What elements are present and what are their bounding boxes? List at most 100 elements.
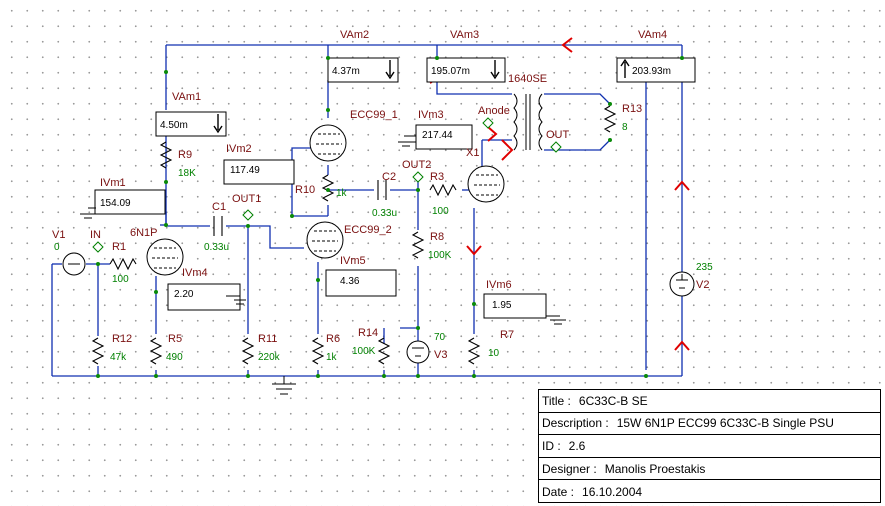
source-v3 <box>406 340 430 364</box>
resistors <box>91 105 617 365</box>
r9-value: 18K <box>178 168 196 179</box>
arrow-top-rail <box>561 37 573 53</box>
node-out-label: OUT <box>546 129 570 141</box>
meter-ivm6-label: IVm6 <box>486 279 512 291</box>
ground-icon <box>80 207 96 219</box>
source-v1 <box>62 252 86 276</box>
description-label: Description : <box>542 416 609 431</box>
tube-6n1p: 6N1P <box>130 227 184 276</box>
resistor-r9 <box>159 141 173 169</box>
node-in-icon <box>92 241 104 253</box>
meter-ivm4: 2.20 IVm4 <box>167 267 246 311</box>
capacitors <box>213 180 387 236</box>
meter-ivm1-value: 154.09 <box>100 198 131 209</box>
meter-vam4-value: 203.93m <box>632 66 671 77</box>
r11-name: R11 <box>258 333 277 345</box>
r7-name: R7 <box>500 329 514 341</box>
v2-name: V2 <box>696 279 709 291</box>
r14-name: R14 <box>358 327 378 339</box>
meter-ivm4-value: 2.20 <box>174 289 194 300</box>
node-out2-icon <box>412 171 424 183</box>
tube-ecc99-1: ECC99_1 <box>309 109 398 162</box>
meter-ivm6: 1.95 IVm6 <box>483 279 566 325</box>
meter-ivm5-value: 4.36 <box>340 276 360 287</box>
node-out1-icon <box>242 209 254 221</box>
arrow-cathode-down <box>466 245 482 256</box>
r1-name: R1 <box>112 241 126 253</box>
arrow-primary <box>501 139 514 161</box>
node-out-icon <box>550 141 562 153</box>
down-arrow-icon <box>213 114 223 134</box>
designer-value: Manolis Proestakis <box>604 461 706 476</box>
junction-dots <box>96 56 684 378</box>
resistor-r3 <box>429 183 457 197</box>
ground-icon <box>272 376 296 395</box>
meter-ivm3-label: IVm3 <box>418 109 444 121</box>
r5-name: R5 <box>168 333 182 345</box>
arrow-anode-in <box>487 126 498 142</box>
meter-vam1-value: 4.50m <box>160 120 188 131</box>
date-value: 16.10.2004 <box>582 484 643 499</box>
v1-value: 0 <box>54 242 60 253</box>
r3-name: R3 <box>430 171 444 183</box>
meter-vam2: 4.37m VAm2 <box>327 29 399 83</box>
title-label: Title : <box>542 393 571 408</box>
meter-ivm2-label: IVm2 <box>226 143 252 155</box>
id-label: ID : <box>542 438 561 453</box>
meter-vam3: 195.07m VAm3 <box>426 29 506 83</box>
resistor-r5 <box>149 337 163 365</box>
r10-name: R10 <box>295 184 315 196</box>
node-in-label: IN <box>90 229 101 241</box>
r7-value: 10 <box>488 348 500 359</box>
r8-name: R8 <box>430 231 444 243</box>
node-out2-label: OUT2 <box>402 159 431 171</box>
meter-vam1-label: VAm1 <box>172 91 201 103</box>
description-value: 15W 6N1P ECC99 6C33C-B Single PSU <box>616 416 834 431</box>
title-row: Title : 6C33C-B SE <box>539 390 880 413</box>
r3-value: 100 <box>432 206 449 217</box>
meter-ivm5: 4.36 IVm5 <box>325 255 397 297</box>
designer-row: Designer : Manolis Proestakis <box>539 458 880 481</box>
tube-x1: X1 <box>466 147 505 203</box>
transformer-label: 1640SE <box>508 73 547 85</box>
meter-vam3-value: 195.07m <box>431 66 470 77</box>
node-anode-icon <box>482 117 494 129</box>
v2-value: 235 <box>696 262 713 273</box>
c1-name: C1 <box>212 201 226 213</box>
r9-name: R9 <box>178 149 192 161</box>
v1-name: V1 <box>52 229 65 241</box>
meter-ivm2-value: 117.49 <box>230 165 260 176</box>
component-labels: R9 18K R10 1k C1 0.33u C2 0.33u R3 100 R… <box>52 73 713 363</box>
meter-ivm3: 217.44 IVm3 <box>398 109 473 150</box>
ground-icon <box>398 135 416 147</box>
resistor-r10 <box>321 174 335 202</box>
meter-vam2-value: 4.37m <box>332 66 360 77</box>
r1-value: 100 <box>112 274 129 285</box>
resistor-r1 <box>109 257 137 271</box>
r8-value: 100K <box>428 250 452 261</box>
id-value: 2.6 <box>568 438 586 453</box>
designer-label: Designer : <box>542 461 597 476</box>
r12-name: R12 <box>112 333 132 345</box>
v3-value: 70 <box>434 332 446 343</box>
id-row: ID : 2.6 <box>539 435 880 458</box>
title-block: Title : 6C33C-B SE Description : 15W 6N1… <box>538 389 881 503</box>
description-row: Description : 15W 6N1P ECC99 6C33C-B Sin… <box>539 413 880 436</box>
resistor-r13 <box>603 105 617 133</box>
r11-value: 220k <box>258 352 281 363</box>
transformer-1640se <box>513 93 543 151</box>
capacitor-c2 <box>377 180 387 200</box>
r6-value: 1k <box>326 352 338 363</box>
v3-name: V3 <box>434 349 447 361</box>
arrow-v2-lower <box>674 340 690 351</box>
current-arrows <box>429 37 690 351</box>
tube-x1-label: X1 <box>466 147 479 159</box>
meter-ivm1: 154.09 IVm1 <box>80 177 166 219</box>
c2-value: 0.33u <box>372 208 397 219</box>
node-markers <box>92 117 562 253</box>
meter-ivm3-value: 217.44 <box>422 130 453 141</box>
tube-ecc99-2-label: ECC99_2 <box>344 224 392 236</box>
meter-vam4: 203.93m VAm4 <box>616 29 696 83</box>
down-arrow-icon <box>385 60 395 80</box>
